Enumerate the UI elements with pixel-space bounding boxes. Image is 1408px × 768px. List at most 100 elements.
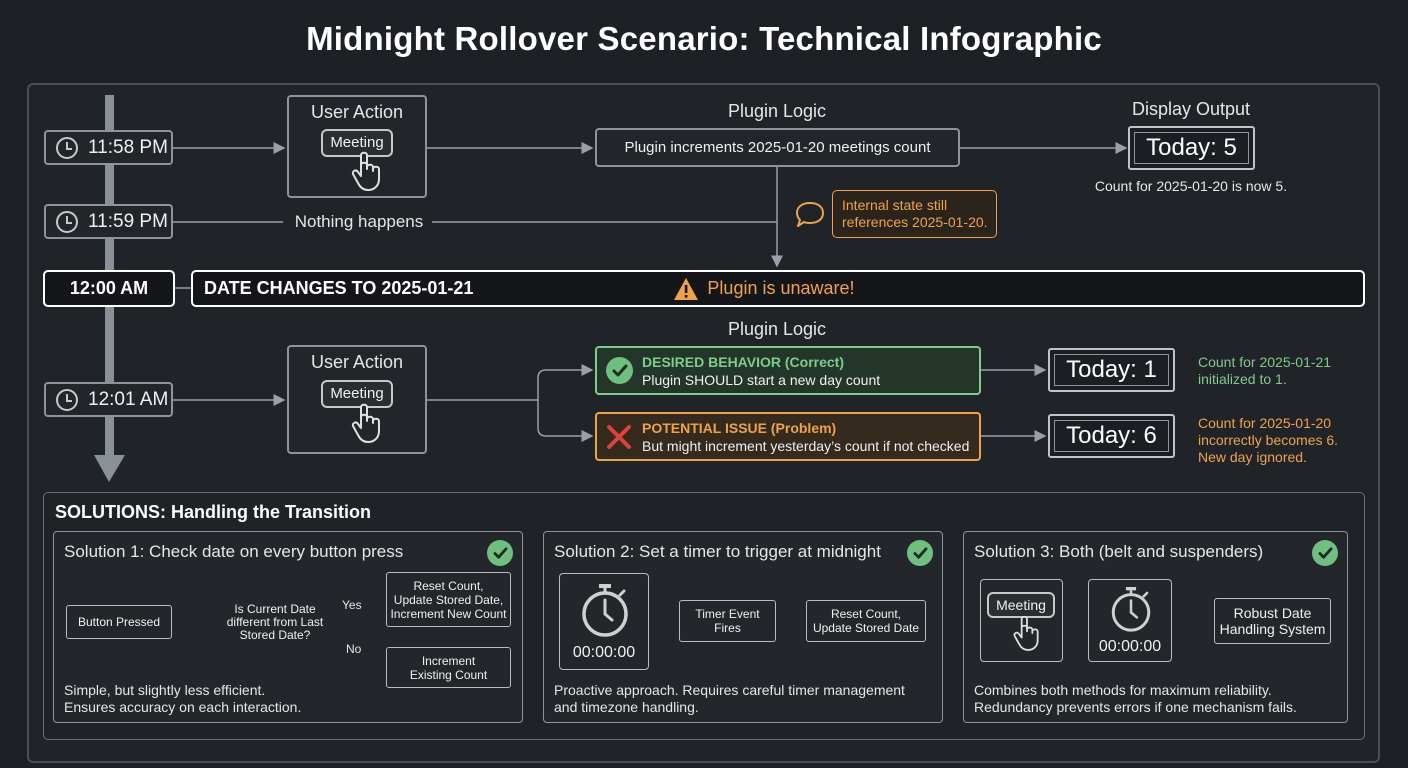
node-line: Update Stored Date	[812, 621, 920, 635]
display-note: Count for 2025-01-20 is now 5.	[1094, 178, 1288, 194]
timeline-arrowhead	[94, 455, 125, 482]
node-line: Existing Count	[409, 667, 488, 682]
decision-line: different from Last	[226, 615, 324, 629]
clock-icon	[56, 388, 78, 411]
user-action-box-2: User Action Meeting	[287, 345, 427, 454]
display-value: Today: 1	[1054, 354, 1169, 386]
solution-3-desc: Combines both methods for maximum reliab…	[974, 682, 1297, 716]
user-action-box-1: User Action Meeting	[287, 95, 427, 198]
issue-note: Count for 2025-01-20 incorrectly becomes…	[1198, 415, 1378, 466]
connector	[537, 400, 594, 442]
display-today-6: Today: 6	[1048, 414, 1175, 458]
node-line: Handling System	[1219, 621, 1326, 637]
desc-line: Redundancy prevents errors if one mechan…	[974, 699, 1297, 715]
plugin-logic-label-2: Plugin Logic	[727, 319, 827, 339]
check-circle-icon	[1312, 540, 1338, 566]
solution-1-title: Solution 1: Check date on every button p…	[64, 542, 404, 561]
desc-line: Proactive approach. Requires careful tim…	[554, 682, 905, 698]
timer-readout: 00:00:00	[572, 644, 636, 661]
node-line: Reset Count,	[830, 607, 902, 621]
desc-line: Simple, but slightly less efficient.	[64, 682, 266, 698]
node-line: Robust Date	[1233, 605, 1312, 621]
user-action-label: User Action	[310, 102, 404, 122]
solutions-header: SOLUTIONS: Handling the Transition	[55, 502, 372, 522]
display-today-5: Today: 5	[1128, 126, 1255, 170]
desired-title: DESIRED BEHAVIOR (Correct)	[642, 354, 844, 370]
clock-icon	[56, 210, 78, 233]
time-1201: 12:01 AM	[44, 382, 173, 417]
node-line: Timer Event	[695, 607, 760, 621]
no-label: No	[346, 642, 362, 656]
node-line: Update Stored Date,	[393, 592, 504, 607]
internal-state-callout: Internal state still references 2025-01-…	[832, 190, 997, 238]
note-line: Count for 2025-01-20	[1198, 415, 1332, 431]
hand-pointer-icon	[1013, 616, 1039, 651]
note-line: New day ignored.	[1198, 449, 1307, 465]
display-value: Today: 6	[1054, 420, 1169, 452]
note-line: initialized to 1.	[1198, 371, 1287, 387]
stopwatch-card-2: 00:00:00	[1088, 579, 1172, 662]
display-value: Today: 5	[1134, 132, 1249, 164]
stopwatch-icon	[582, 584, 628, 637]
node-line: Increment	[421, 653, 476, 668]
plugin-logic-label: Plugin Logic	[727, 101, 827, 121]
meeting-button[interactable]: Meeting	[321, 129, 393, 157]
desc-line: Ensures accuracy on each interaction.	[64, 699, 302, 715]
x-mark-icon	[607, 425, 631, 449]
node-line: Increment New Count	[390, 606, 507, 621]
time-label: 11:58 PM	[88, 136, 168, 158]
stopwatch-card: 00:00:00	[559, 573, 649, 670]
hand-pointer-icon	[351, 403, 380, 443]
desired-note: Count for 2025-01-21 initialized to 1.	[1198, 354, 1378, 388]
check-circle-icon	[487, 540, 513, 566]
plugin-logic-box: Plugin increments 2025-01-20 meetings co…	[595, 128, 960, 167]
warning-icon	[674, 277, 699, 300]
nothing-happens-label: Nothing happens	[294, 212, 424, 231]
user-action-label: User Action	[310, 352, 404, 372]
meeting-button[interactable]: Meeting	[987, 592, 1055, 618]
check-circle-icon	[606, 357, 633, 384]
meeting-card: Meeting	[980, 579, 1063, 662]
time-1158: 11:58 PM	[44, 130, 173, 165]
solution-3-title: Solution 3: Both (belt and suspenders)	[974, 542, 1264, 561]
page-title: Midnight Rollover Scenario: Technical In…	[306, 20, 1102, 57]
reset-count-node: Reset Count, Update Stored Date, Increme…	[386, 572, 511, 627]
time-label: 11:59 PM	[88, 210, 168, 232]
timer-readout: 00:00:00	[1098, 638, 1162, 655]
increment-existing-node: Increment Existing Count	[386, 647, 511, 688]
decision-line: Stored Date?	[239, 628, 311, 642]
display-today-1: Today: 1	[1048, 348, 1175, 392]
desired-behavior-box: DESIRED BEHAVIOR (Correct) Plugin SHOULD…	[595, 346, 981, 395]
note-line: incorrectly becomes 6.	[1198, 432, 1339, 448]
decision-line: Is Current Date	[234, 602, 316, 616]
desc-line: Combines both methods for maximum reliab…	[974, 682, 1272, 698]
decision-text: Is Current Date different from Last Stor…	[222, 603, 328, 642]
clock-icon	[56, 136, 78, 159]
solution-1-desc: Simple, but slightly less efficient. Ens…	[64, 682, 301, 716]
meeting-button[interactable]: Meeting	[321, 380, 393, 408]
desc-line: and timezone handling.	[554, 699, 699, 715]
callout-line: Internal state still	[842, 197, 948, 213]
display-output-label: Display Output	[1131, 99, 1251, 119]
potential-issue-box: POTENTIAL ISSUE (Problem) But might incr…	[595, 412, 981, 461]
speech-bubble-icon	[796, 202, 824, 227]
time-1159: 11:59 PM	[44, 204, 173, 239]
solution-2-title: Solution 2: Set a timer to trigger at mi…	[554, 542, 881, 561]
node-line: Fires	[714, 621, 741, 635]
issue-title: POTENTIAL ISSUE (Problem)	[642, 420, 837, 436]
hand-pointer-icon	[351, 151, 380, 191]
callout-line: references 2025-01-20.	[842, 214, 988, 230]
warning-label: Plugin is unaware!	[707, 278, 855, 298]
yes-label: Yes	[342, 598, 362, 612]
connector	[427, 364, 594, 401]
reset-count-node-2: Reset Count, Update Stored Date	[806, 600, 926, 642]
time-1200: 12:00 AM	[43, 270, 175, 307]
date-change-bar: DATE CHANGES TO 2025-01-21 Plugin is una…	[191, 270, 1365, 307]
robust-system-node: Robust Date Handling System	[1214, 598, 1331, 644]
stopwatch-icon	[1111, 587, 1151, 632]
timer-event-node: Timer Event Fires	[679, 600, 776, 642]
node-line: Reset Count,	[413, 578, 484, 593]
date-change-label: DATE CHANGES TO 2025-01-21	[204, 278, 474, 298]
solution-2-desc: Proactive approach. Requires careful tim…	[554, 682, 905, 716]
desired-text: Plugin SHOULD start a new day count	[642, 372, 881, 388]
